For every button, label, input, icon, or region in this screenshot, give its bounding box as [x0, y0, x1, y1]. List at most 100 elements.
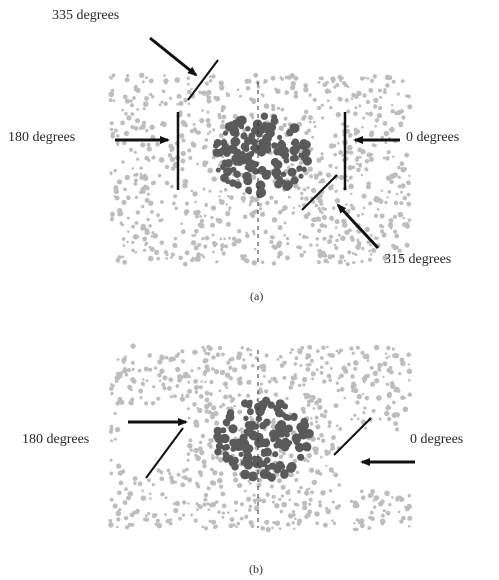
scatter-dot: [352, 503, 358, 509]
scatter-dot: [272, 417, 276, 421]
scatter-dot: [169, 156, 176, 162]
scatter-dot: [365, 112, 369, 115]
scatter-dot: [335, 238, 339, 243]
scatter-dot: [113, 437, 117, 441]
scatter-dot: [126, 115, 132, 121]
scatter-dot: [345, 203, 348, 206]
scatter-dot: [151, 95, 155, 99]
cluster-dot: [254, 438, 264, 448]
scatter-dot: [402, 216, 405, 220]
scatter-dot: [151, 513, 157, 519]
scatter-dot: [319, 432, 324, 438]
scatter-dot: [337, 233, 341, 237]
scatter-dot: [229, 517, 235, 522]
scatter-dot: [358, 104, 362, 108]
scatter-dot: [293, 527, 296, 530]
scatter-dot: [390, 109, 395, 114]
scatter-dot: [332, 206, 336, 210]
scatter-dot: [370, 489, 376, 494]
scatter-dot: [297, 245, 302, 250]
scatter-dot: [389, 222, 393, 225]
scatter-dot: [184, 250, 190, 256]
scatter-dot: [190, 369, 194, 373]
scatter-dot: [134, 508, 140, 514]
scatter-dot: [269, 195, 274, 200]
scatter-dot: [307, 345, 311, 349]
scatter-dot: [390, 175, 394, 180]
scatter-dot: [197, 243, 202, 247]
panel-b-plate-180: [145, 427, 184, 479]
scatter-dot: [264, 519, 270, 525]
scatter-dot: [399, 519, 404, 524]
scatter-dot: [370, 78, 374, 83]
scatter-dot: [315, 243, 319, 247]
scatter-dot: [338, 174, 345, 181]
scatter-dot: [303, 87, 309, 92]
scatter-dot: [391, 79, 396, 84]
scatter-dot: [219, 484, 224, 489]
scatter-dot: [204, 418, 210, 423]
scatter-dot: [199, 118, 205, 124]
scatter-dot: [186, 452, 191, 456]
scatter-dot: [109, 471, 114, 476]
scatter-dot: [251, 174, 257, 180]
scatter-dot: [200, 380, 203, 383]
scatter-dot: [382, 156, 386, 160]
scatter-dot: [276, 358, 280, 361]
cluster-dot: [305, 445, 311, 452]
cluster-dot: [259, 469, 270, 479]
scatter-dot: [271, 494, 276, 499]
scatter-dot: [310, 222, 315, 228]
scatter-dot: [133, 182, 138, 186]
scatter-dot: [169, 96, 173, 100]
scatter-dot: [280, 252, 283, 256]
scatter-dot: [130, 397, 135, 402]
scatter-dot: [187, 443, 193, 449]
scatter-dot: [235, 525, 238, 529]
scatter-dot: [390, 383, 396, 389]
cluster-dot: [212, 142, 219, 149]
scatter-dot: [181, 513, 186, 517]
scatter-dot: [174, 206, 178, 211]
scatter-dot: [133, 481, 137, 486]
scatter-dot: [150, 210, 154, 214]
scatter-dot: [180, 167, 185, 172]
scatter-dot: [211, 155, 216, 160]
scatter-dot: [299, 364, 303, 368]
scatter-dot: [149, 492, 152, 496]
scatter-dot: [137, 481, 143, 487]
scatter-dot: [335, 381, 339, 385]
scatter-dot: [380, 513, 385, 518]
scatter-dot: [156, 468, 161, 473]
scatter-dot: [387, 75, 393, 81]
scatter-dot: [356, 213, 360, 218]
label-315-degrees: 315 degrees: [384, 252, 452, 267]
scatter-dot: [320, 455, 323, 459]
scatter-dot: [388, 369, 394, 375]
scatter-dot: [227, 511, 230, 514]
scatter-dot: [142, 378, 145, 381]
scatter-dot: [314, 175, 319, 180]
cluster-dot: [291, 154, 299, 162]
scatter-dot: [225, 386, 229, 390]
scatter-dot: [404, 242, 410, 248]
scatter-dot: [312, 407, 316, 410]
scatter-dot: [319, 413, 324, 418]
scatter-dot: [145, 128, 149, 133]
scatter-dot: [294, 356, 299, 361]
scatter-dot: [331, 470, 335, 474]
scatter-dot: [330, 218, 334, 222]
scatter-dot: [187, 102, 191, 106]
scatter-dot: [303, 250, 306, 254]
cluster-dot: [214, 448, 222, 456]
scatter-dot: [328, 163, 333, 168]
scatter-dot: [143, 366, 149, 372]
scatter-dot: [198, 504, 203, 510]
scatter-dot: [113, 188, 120, 195]
scatter-dot: [277, 106, 281, 110]
scatter-dot: [208, 519, 212, 523]
scatter-dot: [150, 401, 156, 406]
scatter-dot: [353, 388, 359, 394]
scatter-dot: [130, 360, 135, 365]
scatter-dot: [193, 210, 199, 216]
